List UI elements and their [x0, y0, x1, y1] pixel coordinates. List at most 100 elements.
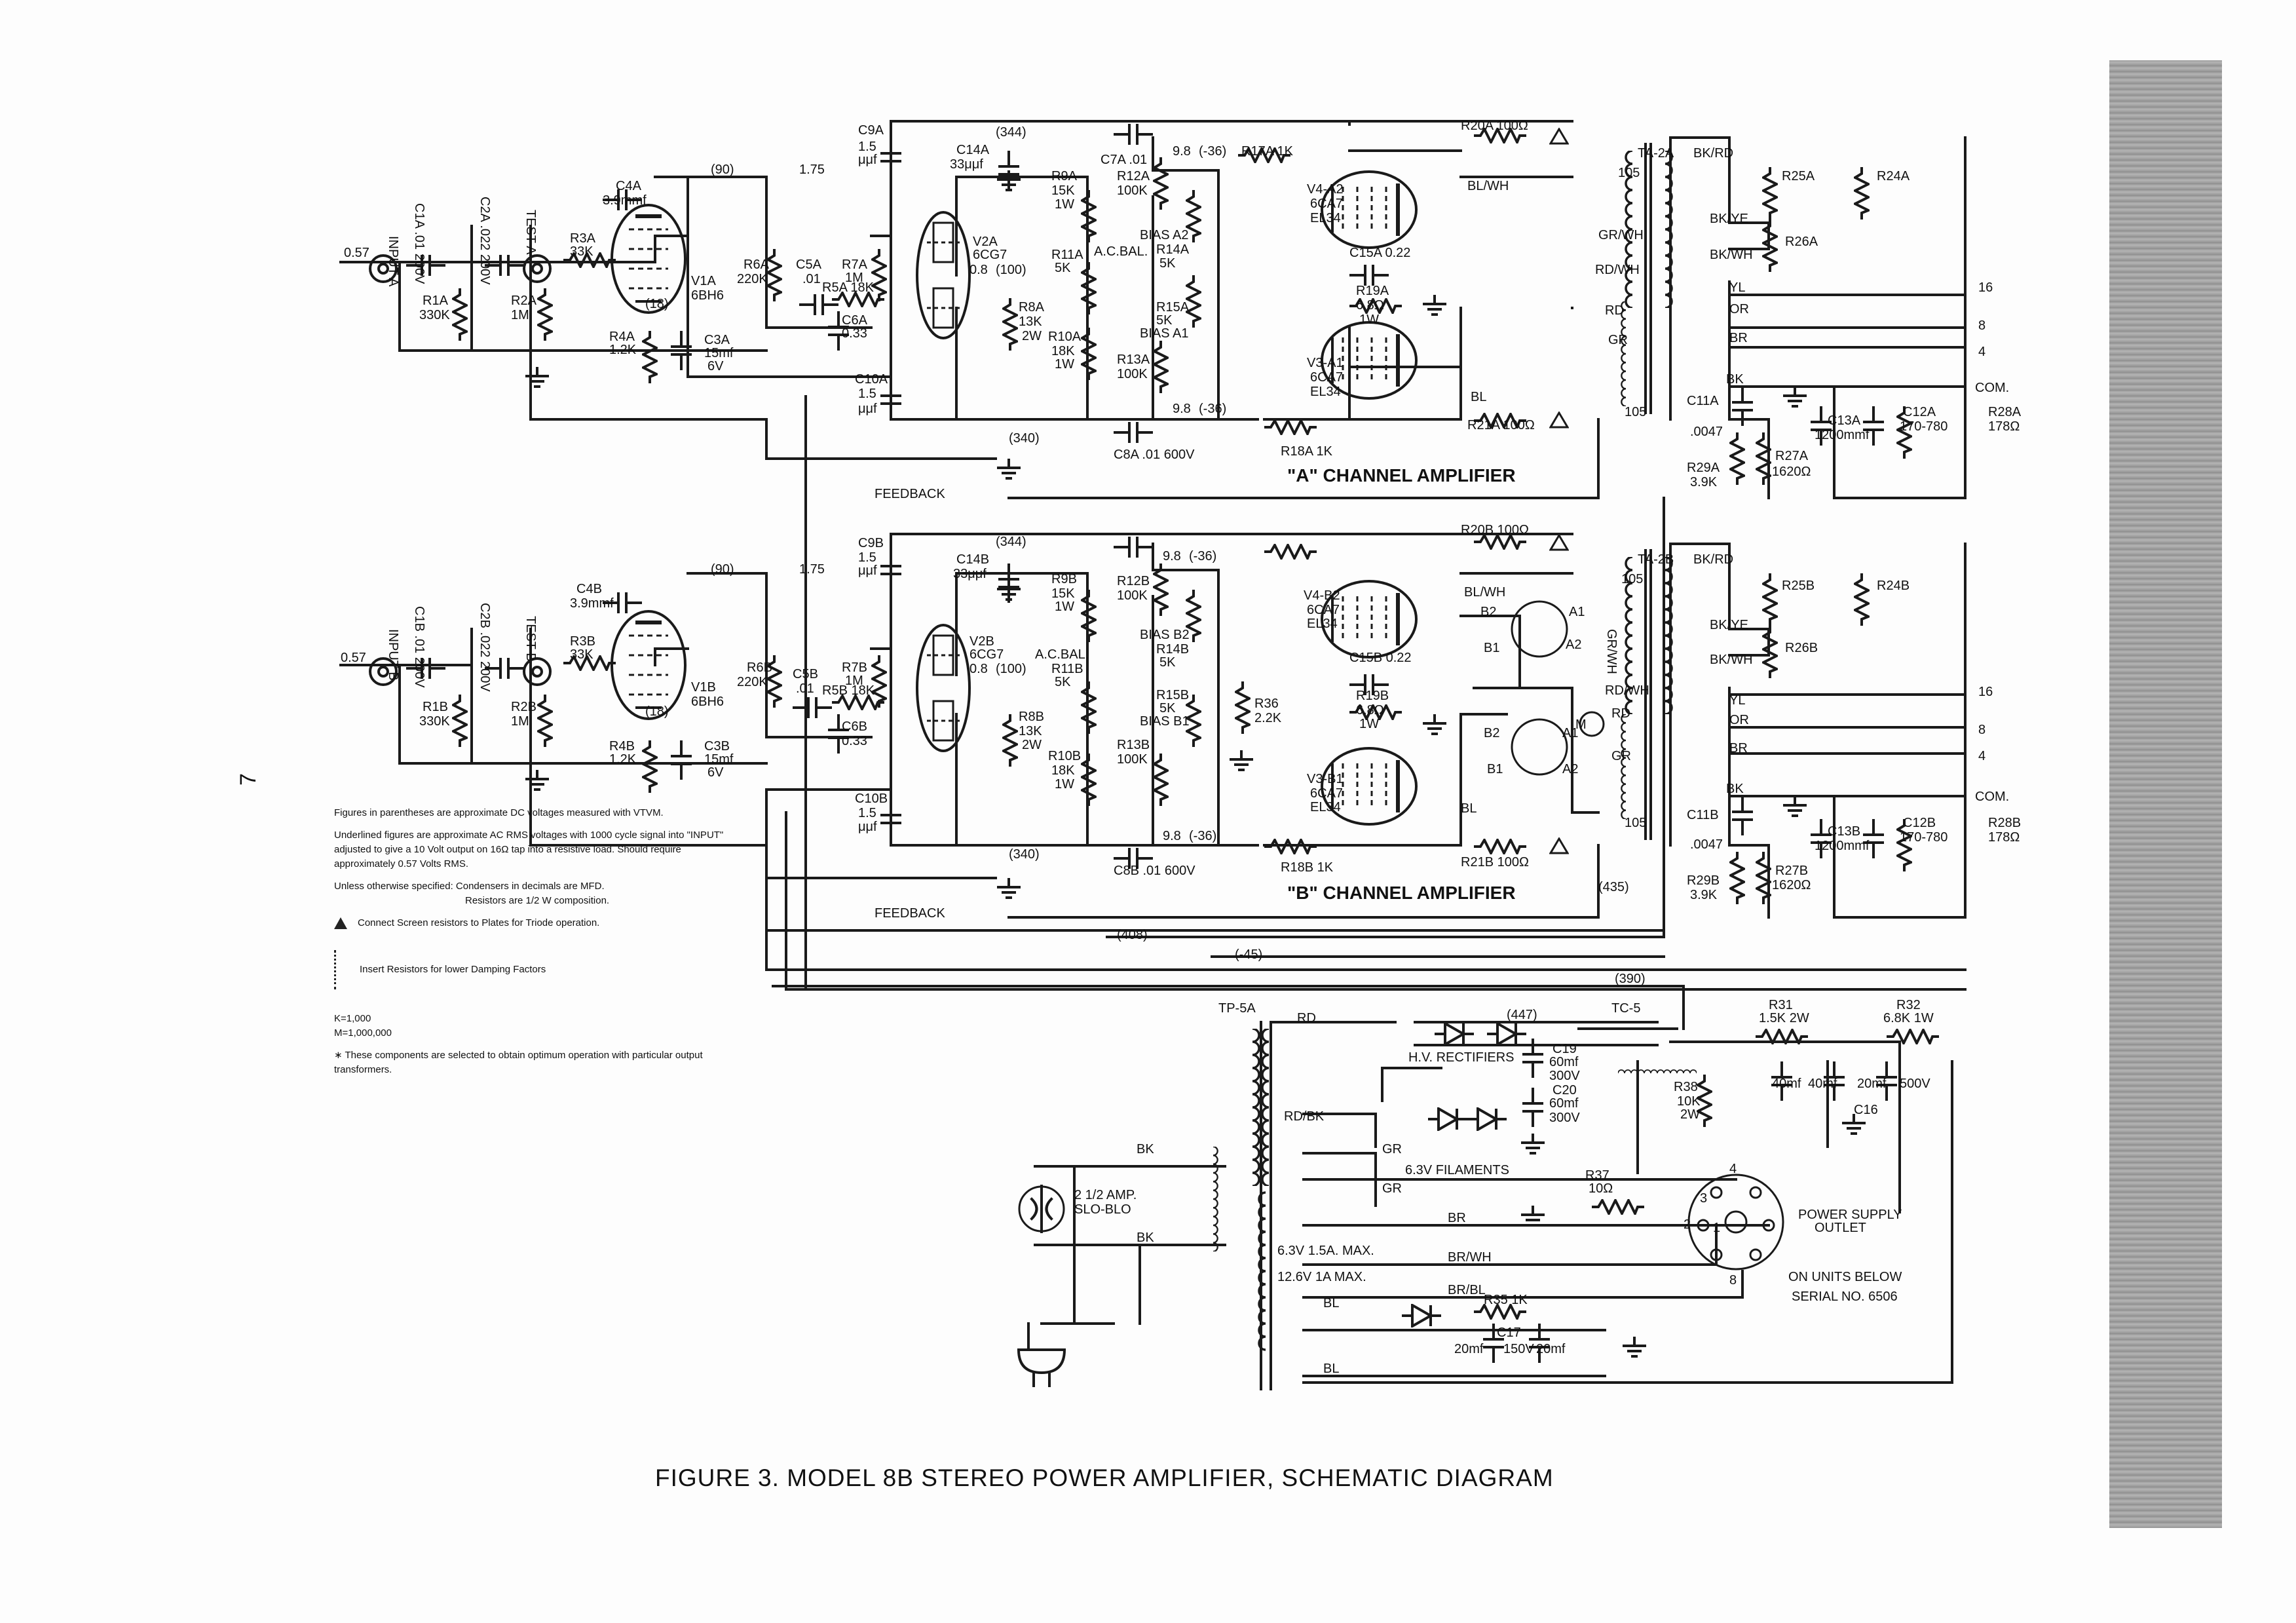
- schematic-notes: Figures in parentheses are approximate D…: [334, 806, 740, 1085]
- r27b-value: 1620Ω: [1772, 878, 1811, 892]
- v3a1-type: 6CA7: [1310, 370, 1343, 385]
- v2a-dc-340: (340): [1009, 431, 1040, 446]
- winding-63v-label: 6.3V 1.5A. MAX.: [1277, 1244, 1374, 1258]
- v1a-dc-18: (18): [645, 297, 669, 311]
- r31-label: R31: [1769, 998, 1793, 1012]
- v1b-dc-90: (90): [711, 562, 734, 577]
- c16-section-a: 40mf: [1772, 1077, 1801, 1091]
- r18b-label: R18B 1K: [1281, 860, 1334, 875]
- outlet-pin-2: 2: [1684, 1217, 1691, 1232]
- r10a-value: 18K: [1051, 344, 1075, 358]
- r38-watt: 2W: [1680, 1107, 1700, 1122]
- feedback-a-label: FEEDBACK: [875, 487, 945, 501]
- r14b-label: R14B: [1156, 642, 1189, 657]
- c10b-label: C10B: [855, 792, 888, 806]
- wire-a-bkwh: BK/WH: [1710, 248, 1753, 262]
- c13a-value: 1200mmf: [1815, 428, 1870, 442]
- r2a-value: 1M: [511, 308, 529, 322]
- bias-b1-label: BIAS B1: [1140, 714, 1190, 729]
- wire-b-rdwh: RD/WH: [1605, 683, 1649, 698]
- r8b-label: R8B: [1019, 710, 1044, 724]
- v3a1-label: V3-A1: [1307, 356, 1344, 370]
- output-a-16-label: 16: [1978, 280, 1993, 295]
- c3b-value: 15mf: [704, 752, 734, 767]
- wire-a-rd: RD: [1605, 303, 1624, 318]
- wire-pwr-brwh: BR/WH: [1448, 1250, 1492, 1265]
- v4b2-type2: EL34: [1307, 617, 1338, 631]
- r37-label: R37: [1585, 1168, 1609, 1183]
- note-damping: Insert Resistors for lower Damping Facto…: [334, 950, 740, 989]
- wire-b-br: BR: [1729, 741, 1748, 755]
- feedback-b-label: FEEDBACK: [875, 906, 945, 921]
- r15b-value: 5K: [1159, 701, 1176, 716]
- wire-b-yl: YL: [1729, 693, 1745, 708]
- v4a2-label: V4-A2: [1307, 182, 1344, 197]
- wire-a-grwh: GR/WH: [1598, 228, 1644, 242]
- r12b-value: 100K: [1117, 588, 1148, 603]
- r27a-label: R27A: [1775, 449, 1809, 463]
- v4b2-type: 6CA7: [1307, 603, 1340, 617]
- r13a-ac-98: 9.8: [1173, 402, 1191, 416]
- c1a-label: C1A .01 200V: [412, 203, 426, 284]
- c11a-label: C11A: [1687, 394, 1719, 408]
- r25a-label: R25A: [1782, 169, 1815, 183]
- r29b-value: 3.9K: [1690, 888, 1718, 902]
- r2b-label: R2B: [511, 700, 536, 714]
- r14a-value: 5K: [1159, 256, 1176, 271]
- r20b-label: R20B 100Ω: [1461, 523, 1529, 537]
- r17a-label: R17A 1K: [1241, 144, 1294, 159]
- r10a-label: R10A: [1048, 330, 1082, 344]
- c2a-label: C2A .022 200V: [478, 197, 492, 285]
- output-a-4-label: 4: [1978, 345, 1985, 359]
- c14b-label: C14B: [956, 552, 989, 567]
- wire-a-rdwh: RD/WH: [1595, 263, 1640, 277]
- c13b-value: 1200mmf: [1815, 839, 1870, 853]
- note-damping-text: Insert Resistors for lower Damping Facto…: [360, 963, 546, 975]
- pwr-dc-447: (447): [1507, 1008, 1537, 1022]
- c1b-label: C1B .01 200V: [412, 606, 426, 688]
- r11b-label: R11B: [1051, 662, 1083, 676]
- v2a-dc-344: (344): [996, 125, 1026, 140]
- v3b1-type2: EL34: [1310, 800, 1341, 814]
- tap-a-105b: 105: [1625, 405, 1646, 419]
- r36-label: R36: [1254, 697, 1279, 711]
- r26b-label: R26B: [1785, 641, 1818, 655]
- r14a-label: R14A: [1156, 242, 1190, 257]
- figure-caption: FIGURE 3. MODEL 8B STEREO POWER AMPLIFIE…: [655, 1464, 1554, 1491]
- note-parentheses: Figures in parentheses are approximate D…: [334, 807, 664, 818]
- r2b-value: 1M: [511, 714, 529, 729]
- r24a-label: R24A: [1877, 169, 1910, 183]
- note-m: M=1,000,000: [334, 1027, 392, 1039]
- switch2-b1-label: B1: [1487, 762, 1503, 776]
- note-star: ∗ These components are selected to obtai…: [334, 1050, 703, 1075]
- c12a-label: C12A: [1903, 405, 1936, 419]
- r3b-value: 33K: [570, 647, 593, 662]
- c17-section-a: 20mf: [1454, 1342, 1484, 1356]
- r12a-value: 100K: [1117, 183, 1148, 198]
- r7a-label: R7A: [842, 258, 868, 272]
- c20-label: C20: [1553, 1083, 1577, 1098]
- wire-b-rd: RD: [1611, 706, 1630, 721]
- fuse-rating-label: 2 1/2 AMP.: [1074, 1188, 1137, 1202]
- switch2-a1-label: A1: [1562, 726, 1578, 740]
- c20-value: 60mf: [1549, 1096, 1579, 1111]
- v4a2-type: 6CA7: [1310, 197, 1343, 211]
- wire-pwr-bk2: BK: [1137, 1231, 1154, 1245]
- wire-b-bk: BK: [1726, 782, 1744, 796]
- c6a-label: C6A: [842, 313, 868, 328]
- wire-pwr-rdbk: RD/BK: [1284, 1109, 1325, 1124]
- r9b-label: R9B: [1051, 572, 1077, 586]
- v2a-ac-08: 0.8: [969, 263, 988, 277]
- c10a-unit: μμf: [858, 402, 877, 416]
- wire-a-bkye: BK/YE: [1710, 212, 1748, 226]
- wire-a-yl: YL: [1729, 280, 1745, 295]
- r10a-watt: 1W: [1055, 357, 1074, 372]
- r31-value: 1.5K 2W: [1759, 1011, 1809, 1025]
- c6b-label: C6B: [842, 719, 867, 734]
- wire-pwr-brbl: BR/BL: [1448, 1283, 1486, 1297]
- v1a-dc-90: (90): [711, 162, 734, 177]
- wire-a-bkrd: BK/RD: [1693, 146, 1733, 161]
- r3a-label: R3A: [570, 231, 596, 246]
- r25b-label: R25B: [1782, 579, 1815, 593]
- bus-dc-390: (390): [1615, 972, 1646, 986]
